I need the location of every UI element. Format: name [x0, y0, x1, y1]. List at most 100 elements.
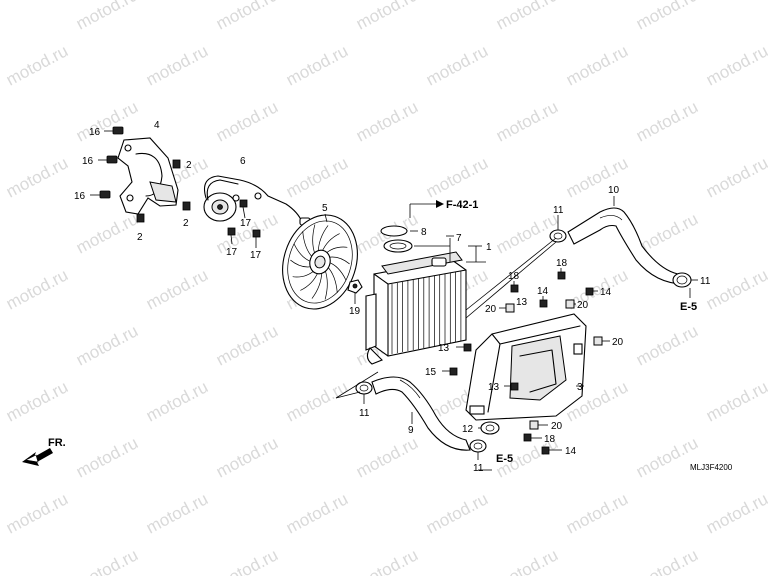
reference-label-e-5: E-5: [680, 301, 697, 313]
front-direction-arrow: [22, 448, 53, 466]
hose-clamp-11-top: [549, 215, 567, 243]
watermark-text: motod.ru: [143, 489, 211, 537]
callout-14: 14: [600, 287, 612, 298]
bolt-16-c: [90, 190, 111, 199]
screw-17-b: [227, 227, 236, 245]
callout-19: 19: [349, 306, 361, 317]
watermark-text: motod.ru: [73, 545, 141, 576]
watermark-text: motod.ru: [703, 265, 768, 313]
callout-16: 16: [74, 191, 86, 202]
watermark-text: motod.ru: [3, 265, 71, 313]
callout-17: 17: [250, 250, 262, 261]
watermark-text: motod.ru: [493, 545, 561, 576]
hose-clamp-11-left: [355, 381, 373, 404]
fan-blade: [312, 224, 316, 255]
watermark-text: motod.ru: [73, 433, 141, 481]
watermark-text: motod.ru: [73, 209, 141, 257]
callout-18: 18: [508, 271, 520, 282]
watermark-text: motod.ru: [3, 153, 71, 201]
callout-20: 20: [551, 421, 563, 432]
fan-blade: [317, 225, 329, 253]
callout-20: 20: [577, 300, 589, 311]
watermark-text: motod.ru: [73, 321, 141, 369]
nut-19: [347, 279, 363, 304]
watermark-text: motod.ru: [3, 41, 71, 89]
watermark-text: motod.ru: [353, 0, 421, 34]
bolt-13-a: [456, 343, 472, 352]
radiator-cap-part: [380, 225, 413, 253]
watermark-text: motod.ru: [213, 0, 281, 34]
bolt-15: [442, 367, 458, 376]
watermark-text: motod.ru: [703, 41, 768, 89]
callout-labels: 16 16 16 4 2 2 2 6 17 17 17 5 19 8 7 1 F…: [48, 120, 733, 474]
watermark-text: motod.ru: [563, 489, 631, 537]
watermark-text: motod.ru: [0, 209, 1, 257]
bolt-18-c: [523, 433, 542, 442]
cooling-fan-part: [282, 213, 358, 310]
callout-5: 5: [322, 203, 328, 214]
grommet-20-d: [529, 420, 548, 430]
fan-motor-part: [203, 175, 311, 227]
watermark-text: motod.ru: [213, 321, 281, 369]
watermark-text: motod.ru: [423, 489, 491, 537]
callout-11: 11: [553, 205, 564, 216]
bolt-18-b: [557, 268, 566, 280]
callout-bracket-1-7-8: [410, 230, 486, 263]
callout-11: 11: [359, 408, 370, 419]
radiator-leader-lines: [335, 237, 557, 399]
watermark-text: motod.ru: [3, 377, 71, 425]
watermark-text: motod.ru: [283, 41, 351, 89]
callout-11: 11: [473, 463, 484, 474]
grommet-20-c: [593, 336, 610, 346]
reference-label-f-42-1: F-42-1: [446, 199, 478, 211]
callout-3: 3: [577, 382, 583, 393]
watermark-text: motod.ru: [283, 489, 351, 537]
watermark-text: motod.ru: [73, 97, 141, 145]
watermark-text: motod.ru: [633, 321, 701, 369]
watermark-text: motod.ru: [143, 265, 211, 313]
bolt-13-b: [504, 382, 519, 391]
watermark-text: motod.ru: [493, 97, 561, 145]
callout-4: 4: [154, 120, 160, 131]
watermark-text: motod.ru: [633, 433, 701, 481]
callout-13: 13: [438, 343, 450, 354]
reference-label-e-5: E-5: [496, 453, 513, 465]
watermark-text: motod.ru: [213, 433, 281, 481]
callout-12: 12: [462, 424, 474, 435]
callout-20: 20: [485, 304, 497, 315]
fan-blade: [311, 271, 323, 299]
callout-6: 6: [240, 156, 246, 167]
front-marker-label: FR.: [48, 437, 66, 449]
watermark-text: motod.ru: [213, 97, 281, 145]
fan-bracket-part: [117, 137, 179, 215]
grommet-20-b: [565, 299, 576, 309]
callout-13: 13: [488, 382, 500, 393]
watermark-text: motod.ru: [703, 377, 768, 425]
reference-f-42-1: [409, 200, 444, 218]
clip-2-b: [182, 201, 191, 211]
watermark-text: motod.ru: [143, 377, 211, 425]
callout-9: 9: [408, 425, 414, 436]
watermark-text: motod.ru: [493, 0, 561, 34]
watermark-text: motod.ru: [3, 489, 71, 537]
grommet-20-a: [499, 303, 515, 313]
diagram-code: MLJ3F4200: [690, 463, 733, 472]
callout-13: 13: [516, 297, 528, 308]
callout-18: 18: [556, 258, 568, 269]
callout-18: 18: [544, 434, 556, 445]
watermark-text: motod.ru: [353, 97, 421, 145]
watermark-text: motod.ru: [703, 489, 768, 537]
radiator-part: [365, 251, 467, 365]
watermark-text: motod.ru: [703, 153, 768, 201]
callout-16: 16: [82, 156, 94, 167]
hose-clamp-11-bottom: [469, 439, 487, 460]
watermark-text: motod.ru: [633, 97, 701, 145]
watermark-text: motod.ru: [423, 41, 491, 89]
watermark-text: motod.ru: [0, 97, 1, 145]
watermark-text: motod.ru: [353, 433, 421, 481]
watermark-text: motod.ru: [353, 545, 421, 576]
bolt-14-b: [539, 296, 548, 308]
callout-8: 8: [421, 227, 427, 238]
watermark-text: motod.ru: [633, 545, 701, 576]
